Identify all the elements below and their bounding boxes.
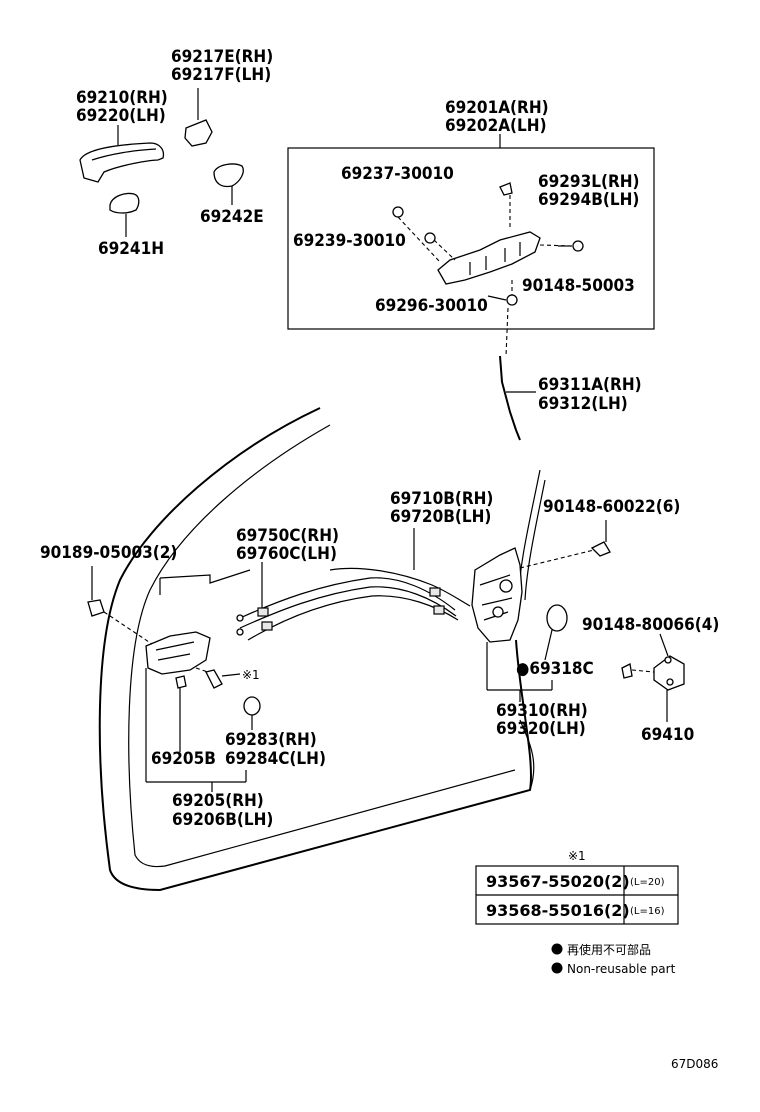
label-69201-rh: 69201A(RH) [445, 98, 549, 118]
label-69310-lh: 69320(LH) [496, 719, 586, 739]
door-striker [621, 633, 685, 722]
legend-jp: 再使用不可部品 [567, 942, 651, 957]
label-69210-lh: 69220(LH) [76, 106, 166, 126]
outside-handle-part [79, 125, 165, 183]
label-90148-60022: 90148-60022(6) [543, 497, 680, 517]
bolt-table-title: ※1 [568, 849, 586, 863]
label-69710-lh: 69720B(LH) [390, 507, 491, 527]
label-69237: 69237-30010 [341, 164, 454, 184]
label-69201-lh: 69202A(LH) [445, 116, 547, 136]
bolt-table-row1-part: 93567-55020(2) [486, 872, 630, 891]
label-ref1: ※1 [242, 668, 260, 682]
label-69217-lh: 69217F(LH) [171, 65, 271, 85]
label-90148-50003: 90148-50003 [522, 276, 635, 296]
door-lock-assembly [471, 547, 553, 702]
lock-screw [519, 520, 611, 569]
label-69241: 69241H [98, 239, 164, 259]
cover-pad-part [213, 163, 244, 205]
label-69205-lh: 69206B(LH) [172, 810, 273, 830]
label-69293-rh: 69293L(RH) [538, 172, 640, 192]
label-69311-rh: 69311A(RH) [538, 375, 642, 395]
label-69750-rh: 69750C(RH) [236, 526, 339, 546]
label-69750-lh: 69760C(LH) [236, 544, 337, 564]
label-90189: 90189-05003(2) [40, 543, 177, 563]
bolt-table-row2-part: 93568-55016(2) [486, 901, 630, 920]
legend-en: Non-reusable part [567, 962, 676, 976]
bolt-table-row1-spec: (L=20) [630, 877, 665, 888]
inside-handle-assembly [87, 566, 261, 792]
bolt-table-row2-spec: (L=16) [630, 906, 665, 917]
lock-rod-part [499, 307, 536, 441]
label-69296: 69296-30010 [375, 296, 488, 316]
label-69710-rh: 69710B(RH) [390, 489, 493, 509]
handle-cover-part [184, 88, 213, 147]
label-69410: 69410 [641, 725, 694, 745]
label-69283-lh: 69284C(LH) [225, 749, 326, 769]
lock-grommet [544, 604, 568, 661]
label-69283-rh: 69283(RH) [225, 730, 317, 750]
outside-handle-frame-box [287, 147, 655, 330]
label-69210-rh: 69210(RH) [76, 88, 168, 108]
door-panel-outline [98, 407, 546, 892]
label-69310-rh: 69310(RH) [496, 701, 588, 721]
bolt-table: ※1 93567-55020(2) (L=20) 93568-55016(2) … [475, 849, 679, 925]
legend-dot-jp [551, 943, 563, 955]
label-90148-80066: 90148-80066(4) [582, 615, 719, 635]
label-69205-rh: 69205(RH) [172, 791, 264, 811]
cable-assembly [236, 528, 471, 641]
figure-code: 67D086 [671, 1057, 718, 1071]
label-69205b: 69205B [151, 749, 216, 769]
label-69242: 69242E [200, 207, 264, 227]
legend-dot-en [551, 962, 563, 974]
label-69318: ●69318C [516, 659, 594, 679]
label-69239: 69239-30010 [293, 231, 406, 251]
label-69311-lh: 69312(LH) [538, 394, 628, 414]
handle-pad-part [109, 192, 140, 237]
label-69293-lh: 69294B(LH) [538, 190, 639, 210]
handle-frame-assembly [392, 182, 584, 306]
legend: 再使用不可部品 Non-reusable part [551, 942, 676, 976]
label-69217-rh: 69217E(RH) [171, 47, 273, 67]
